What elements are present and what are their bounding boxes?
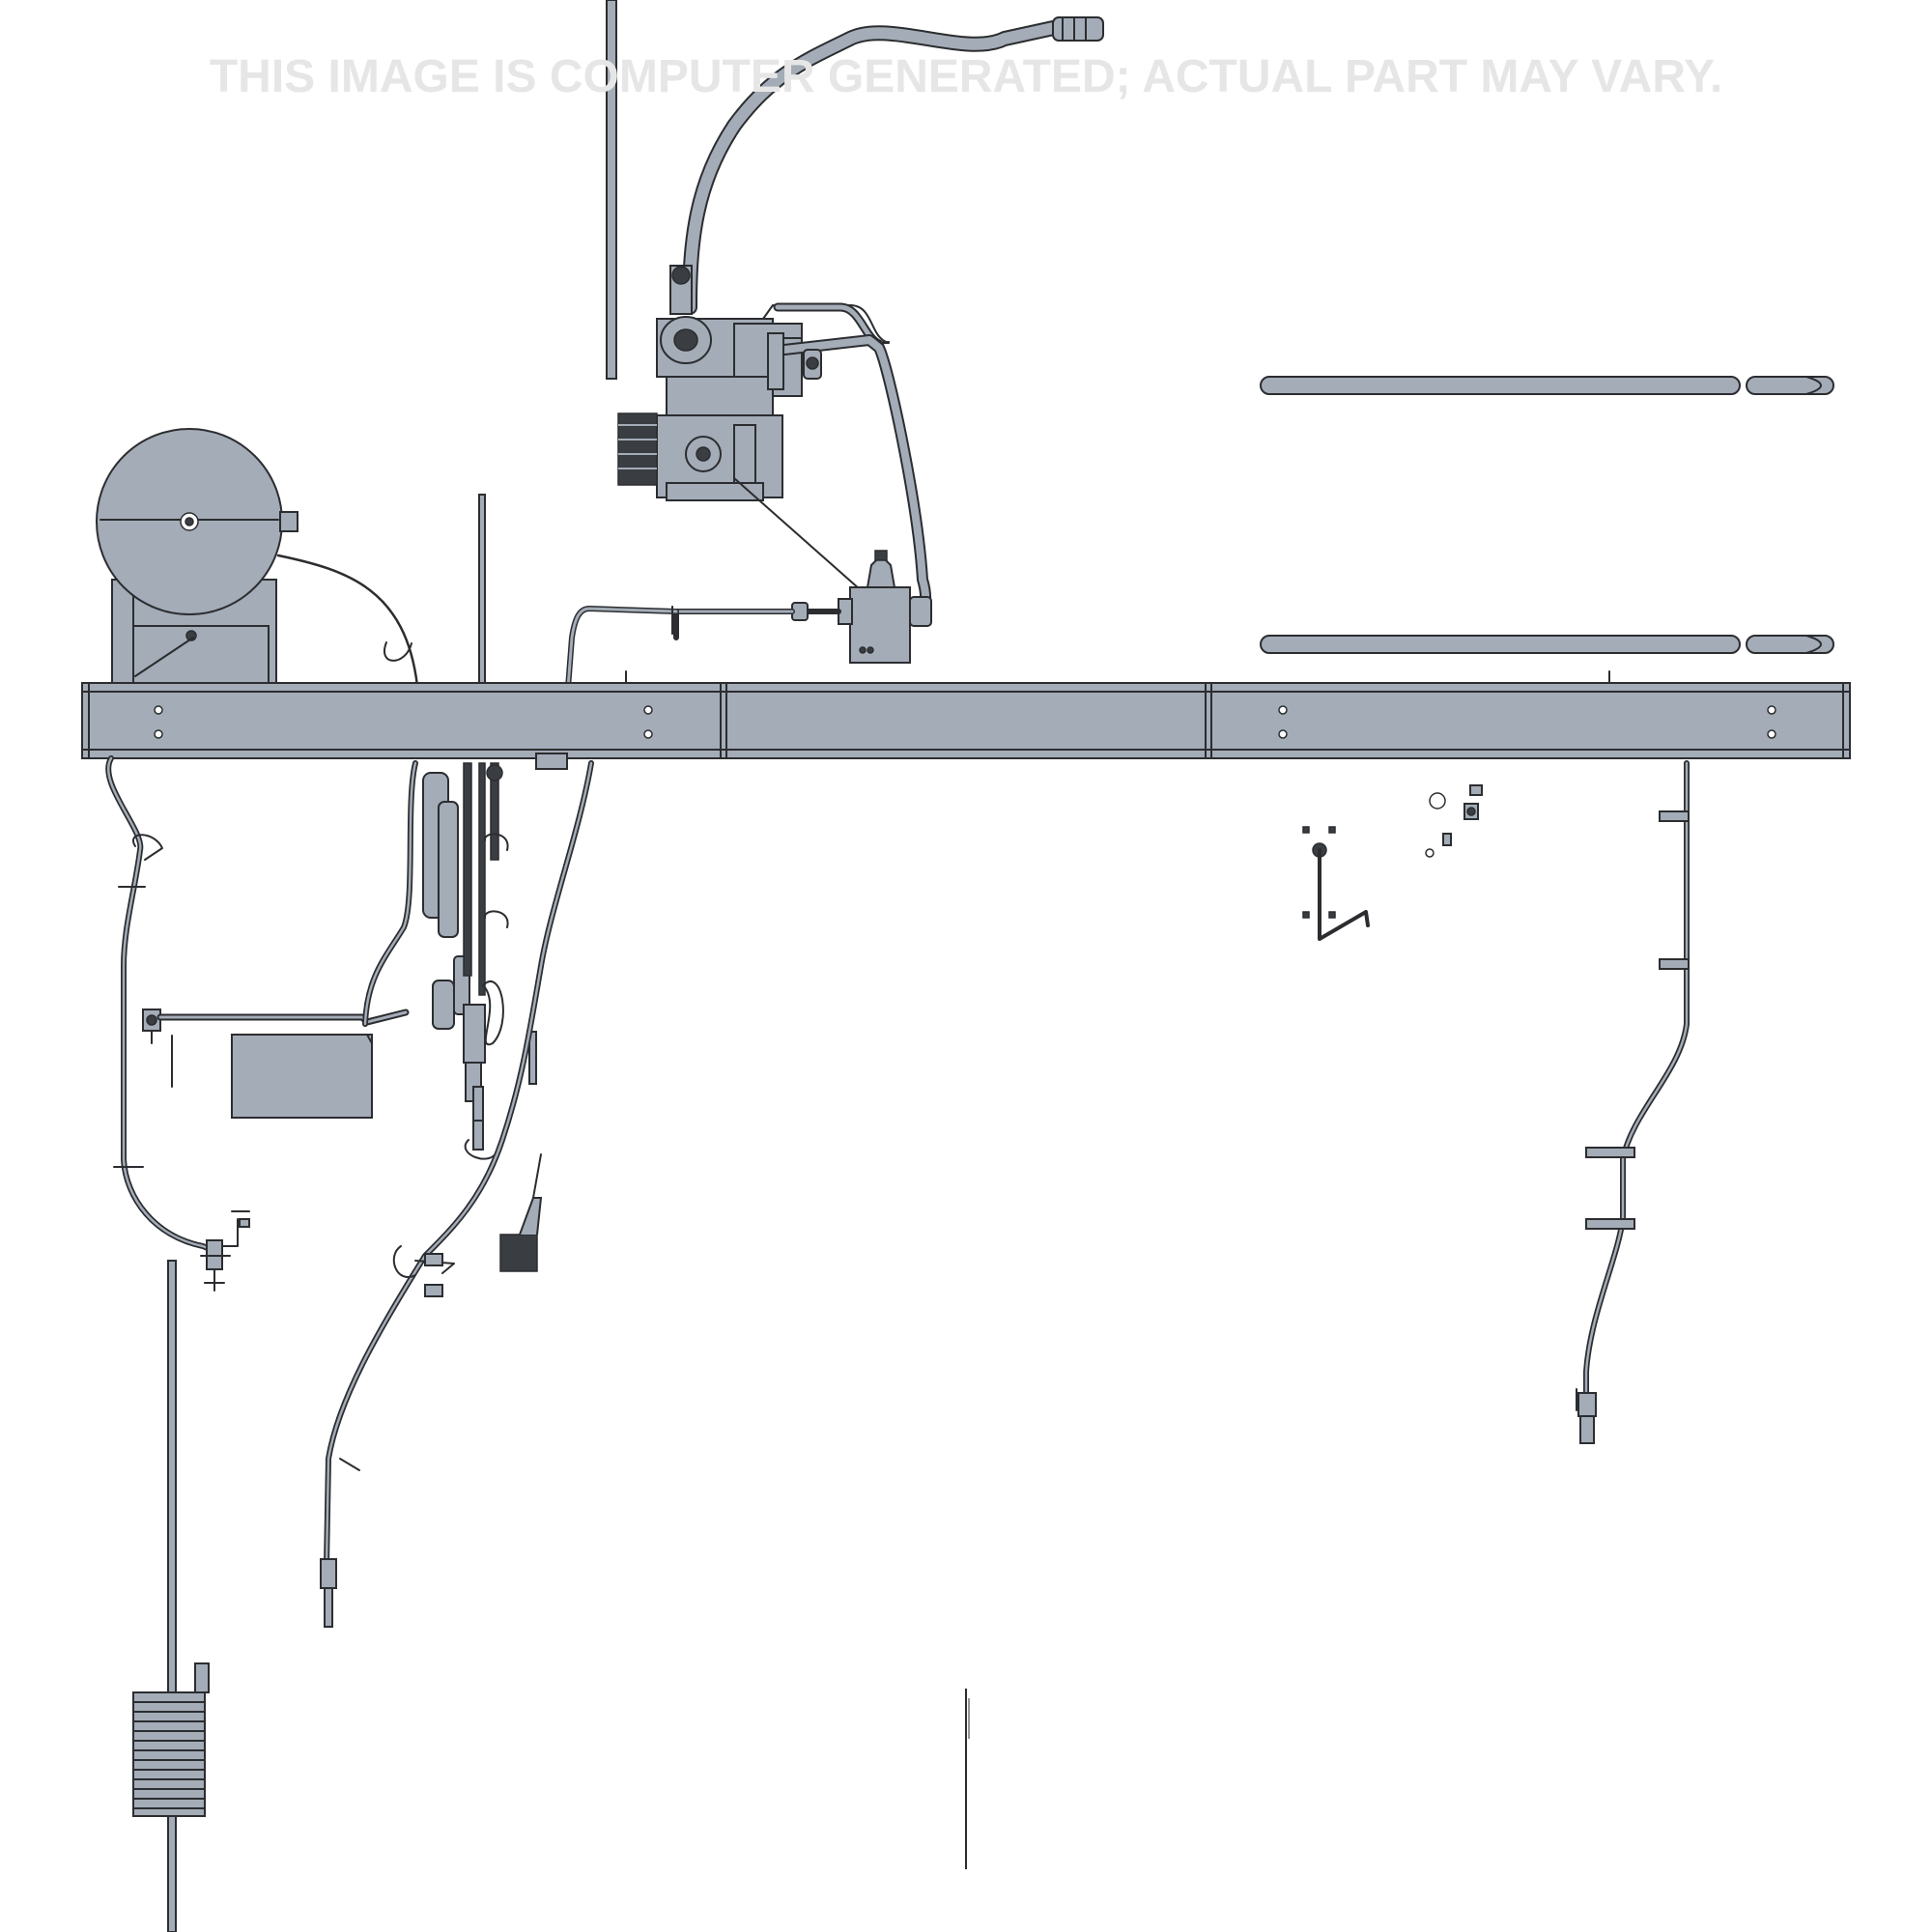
tube-upper-right	[1260, 376, 1834, 395]
coil-hose	[132, 1260, 210, 1932]
equipment-box	[231, 1034, 373, 1119]
discharge-hose	[682, 16, 1104, 315]
governor-valve	[565, 550, 932, 691]
lower-left-harness	[320, 760, 594, 1628]
vertical-bracket-top	[478, 494, 486, 689]
air-compressor	[617, 265, 803, 501]
drain-valve	[499, 1153, 543, 1272]
left-harness	[105, 755, 250, 1292]
control-rod	[733, 477, 861, 590]
tube-lower-right	[1260, 635, 1834, 654]
vertical-tube-top	[606, 0, 617, 380]
frame-rail	[81, 670, 1851, 759]
tank-hose-clamp	[384, 641, 412, 662]
governor-line	[762, 302, 932, 624]
tank-hose	[276, 554, 419, 688]
center-harness	[362, 753, 568, 1160]
air-tank	[96, 428, 298, 685]
lower-vertical-line	[965, 1689, 970, 1869]
small-fittings	[1302, 784, 1483, 941]
right-harness	[1576, 760, 1690, 1444]
